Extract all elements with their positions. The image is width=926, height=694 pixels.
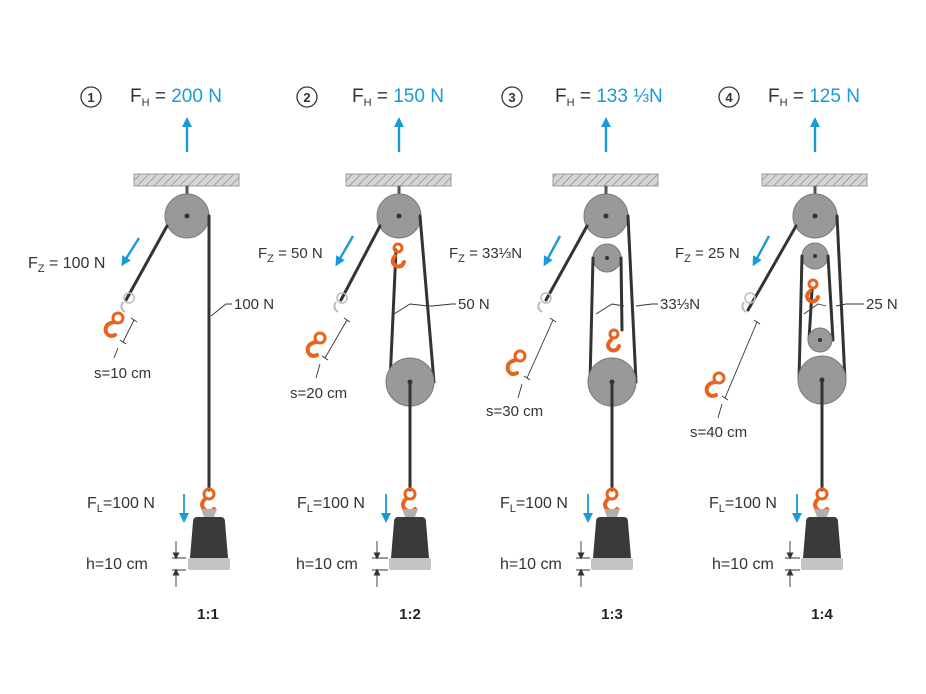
fz-arrow <box>752 235 771 267</box>
s-dimension <box>523 317 557 381</box>
ratio-label: 1:4 <box>811 606 833 623</box>
pull-hook <box>505 349 527 376</box>
h-label: h=10 cm <box>296 556 358 573</box>
fh-title: FH = 125 N <box>768 86 860 109</box>
fl-label: FL=100 N <box>709 495 777 515</box>
load-hook <box>813 487 829 514</box>
fz-arrow <box>121 237 141 267</box>
pull-rope <box>544 224 589 302</box>
fz-label: FZ = 33⅓N <box>449 245 522 265</box>
load-hook <box>401 487 417 514</box>
panel-2: 2 FH = 150 N FZ = 50 N 50 N <box>258 86 490 623</box>
pull-hook <box>103 311 125 338</box>
anchor-hook <box>805 278 820 304</box>
panel-number-badge: 2 <box>296 86 318 108</box>
pull-hook <box>305 331 327 358</box>
panel-3: 3 FH = 133 ⅓N FZ = 33⅓N 33 <box>449 86 700 623</box>
load-hook <box>603 487 619 514</box>
pull-hook-ghost <box>537 292 552 313</box>
fz-arrow <box>335 235 355 267</box>
rope-force-label: 50 N <box>458 296 490 313</box>
h-label: h=10 cm <box>712 556 774 573</box>
load-weight-base <box>591 558 633 570</box>
panel-number: 3 <box>508 90 515 105</box>
ratio-label: 1:1 <box>197 606 219 623</box>
s-dimension <box>119 317 138 345</box>
load-hook <box>200 487 216 514</box>
s-label: s=30 cm <box>486 403 543 420</box>
ratio-label: 1:3 <box>601 606 623 623</box>
pull-hook-ghost <box>741 292 756 313</box>
load-weight-base <box>389 558 431 570</box>
fl-label: FL=100 N <box>297 495 365 515</box>
fl-label: FL=100 N <box>500 495 568 515</box>
panel-number: 2 <box>303 90 310 105</box>
load-weight <box>803 517 841 558</box>
rope-force-label: 100 N <box>234 296 274 313</box>
s-label: s=20 cm <box>290 385 347 402</box>
panel-number-badge: 1 <box>80 86 102 108</box>
anchor-hook <box>390 242 406 269</box>
panel-number-badge: 4 <box>718 86 740 108</box>
s-dimension <box>721 319 761 401</box>
pull-rope <box>746 224 798 312</box>
fz-arrow <box>543 235 562 267</box>
ceiling <box>133 173 240 187</box>
panel-number-badge: 3 <box>501 86 523 108</box>
fl-label: FL=100 N <box>87 495 155 515</box>
ceiling <box>345 173 452 187</box>
pull-hook <box>704 371 726 398</box>
fh-title: FH = 200 N <box>130 86 222 109</box>
fz-label: FZ = 50 N <box>258 245 323 265</box>
ceiling <box>552 173 659 187</box>
load-weight <box>190 517 228 558</box>
panel-number: 1 <box>87 90 94 105</box>
fz-label: FZ = 100 N <box>28 255 105 275</box>
load-weight-base <box>188 558 230 570</box>
pull-hook-ghost <box>120 292 135 313</box>
rope-force-label: 33⅓N <box>660 296 700 313</box>
ratio-label: 1:2 <box>399 606 421 623</box>
pull-rope <box>124 224 169 302</box>
panel-number: 4 <box>725 90 733 105</box>
pull-hook-ghost <box>333 292 348 313</box>
s-dimension <box>321 317 351 361</box>
anchor-hook <box>606 328 621 353</box>
s-label: s=10 cm <box>94 365 151 382</box>
load-weight <box>391 517 429 558</box>
pull-rope <box>339 224 382 302</box>
s-label: s=40 cm <box>690 424 747 441</box>
fh-title: FH = 133 ⅓N <box>555 86 663 109</box>
fz-label: FZ = 25 N <box>675 245 740 265</box>
rope-force-label: 25 N <box>866 296 898 313</box>
panel-1: 1 FH = 200 N FZ = 100 N 100 N s=10 cm <box>28 86 274 623</box>
panel-4: 4 FH = 125 N FZ = 25 N <box>675 86 898 623</box>
h-label: h=10 cm <box>86 556 148 573</box>
fh-title: FH = 150 N <box>352 86 444 109</box>
h-label: h=10 cm <box>500 556 562 573</box>
ceiling <box>761 173 868 187</box>
load-weight-base <box>801 558 843 570</box>
load-weight <box>593 517 631 558</box>
